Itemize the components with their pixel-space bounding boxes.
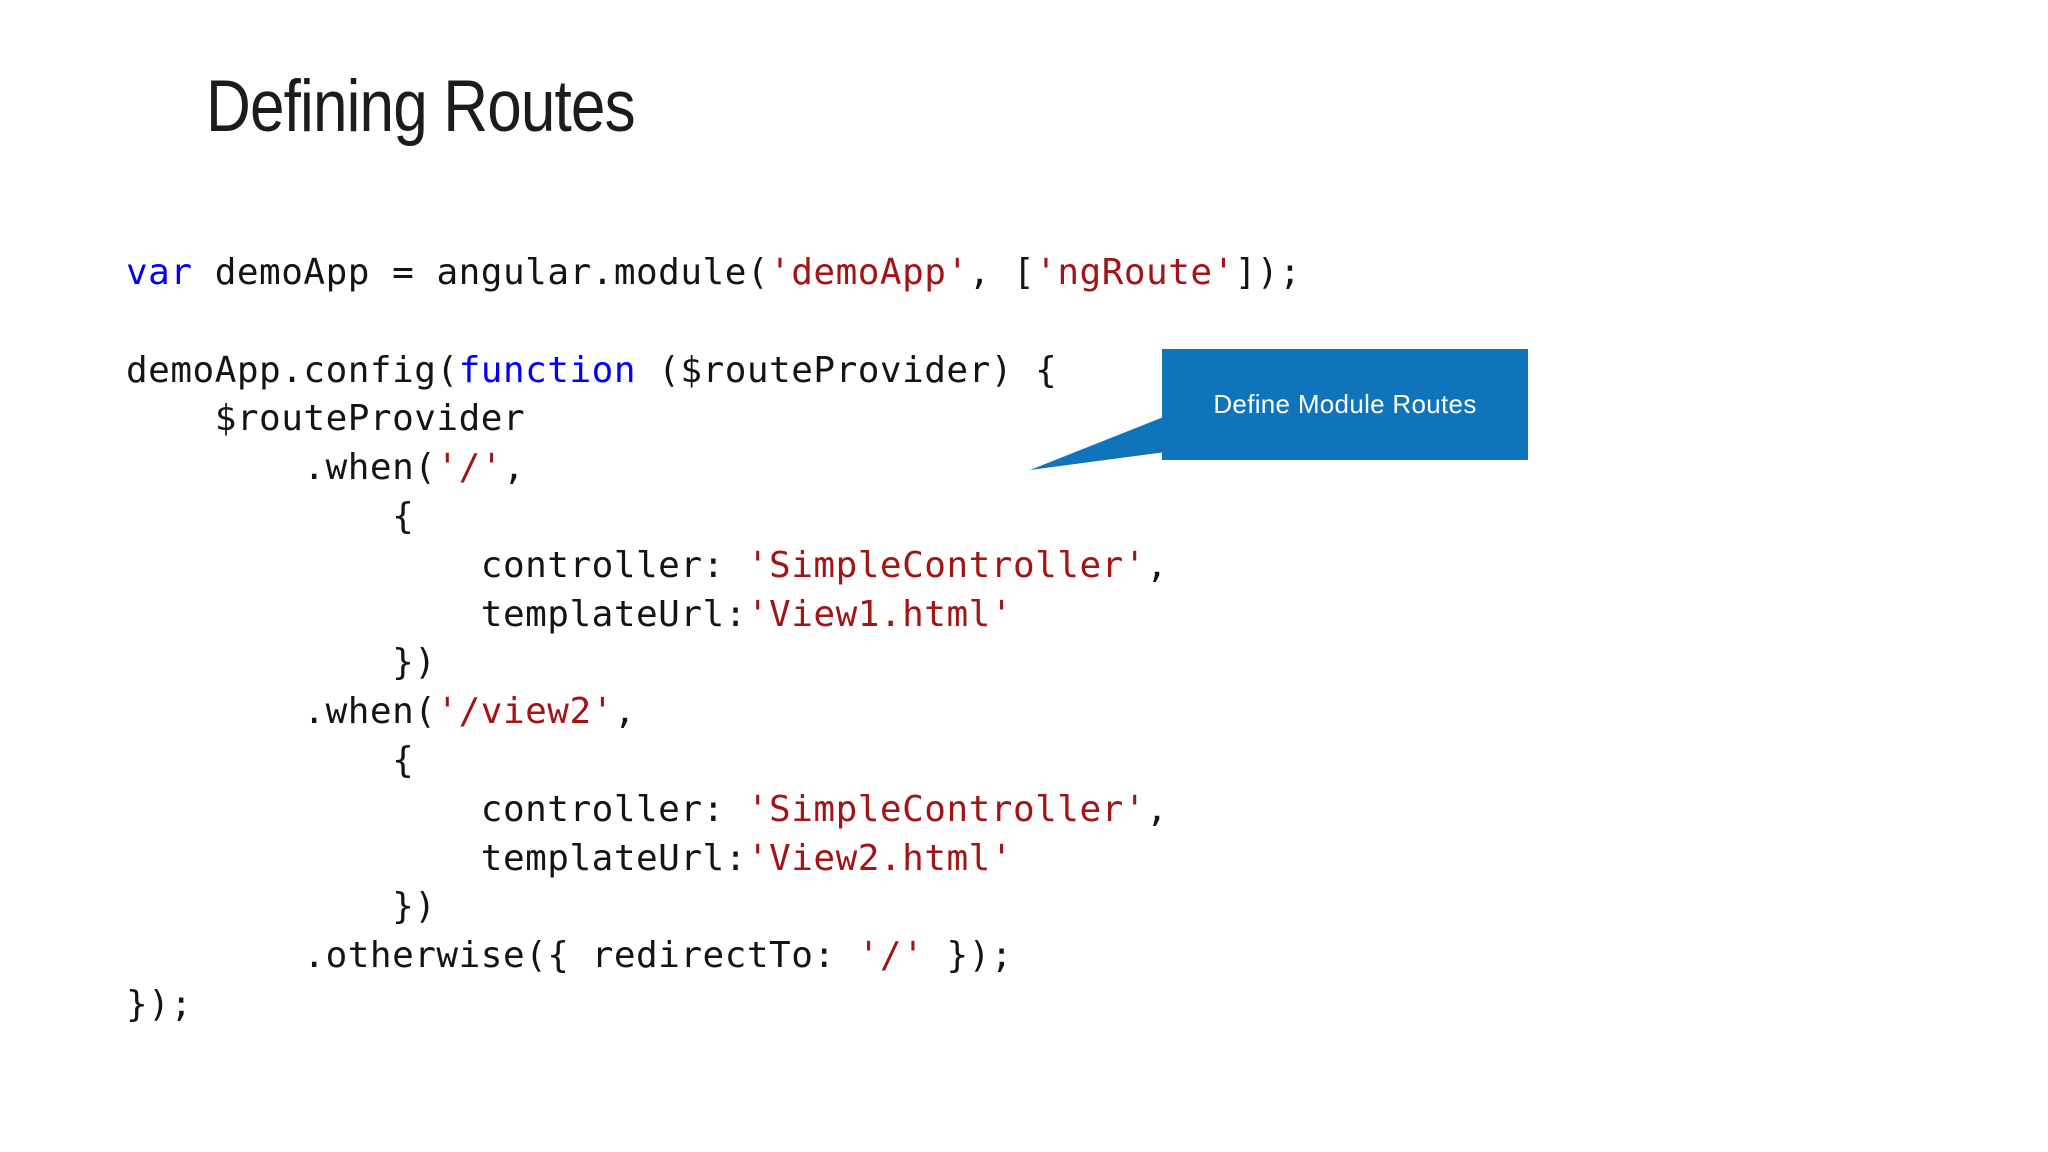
code-text: .when( <box>126 447 437 489</box>
code-text: , <box>502 447 526 489</box>
code-line: var demoApp = angular.module('demoApp', … <box>126 249 1301 298</box>
code-line: { <box>126 493 1301 542</box>
code-text: , <box>1146 544 1169 586</box>
code-text: demoApp = angular.module( <box>192 252 770 293</box>
code-text: , <box>1146 788 1169 830</box>
code-string: 'ngRoute' <box>1035 252 1235 293</box>
code-line <box>126 298 1301 347</box>
code-line: templateUrl:'View1.html' <box>126 591 1301 640</box>
code-line: }); <box>126 981 1301 1030</box>
code-line: .when('/view2', <box>126 688 1301 737</box>
code-keyword: function <box>458 349 636 391</box>
code-text: .when( <box>126 691 437 733</box>
code-line: .when('/', <box>126 444 1301 493</box>
code-keyword: var <box>126 252 193 293</box>
code-text: templateUrl: <box>126 593 747 635</box>
code-text: demoApp.config( <box>126 349 459 391</box>
code-line: templateUrl:'View2.html' <box>126 835 1301 884</box>
code-string: 'View2.html' <box>746 837 1013 879</box>
code-text: templateUrl: <box>126 837 747 879</box>
code-line: }) <box>126 639 1301 688</box>
code-line: .otherwise({ redirectTo: '/' }); <box>126 932 1301 981</box>
code-string: '/view2' <box>436 691 614 733</box>
code-text: }) <box>126 642 437 684</box>
code-text: ($routeProvider) { <box>636 349 1058 391</box>
code-text: }); <box>924 935 1013 977</box>
code-text: { <box>126 739 415 781</box>
code-string: '/' <box>857 935 925 977</box>
code-text: }); <box>126 983 193 1025</box>
code-text: controller: <box>126 544 747 586</box>
code-string: 'demoApp' <box>769 252 969 293</box>
callout-box: Define Module Routes <box>1162 349 1528 460</box>
callout-tail-icon <box>1030 416 1166 470</box>
code-line: demoApp.config(function ($routeProvider)… <box>126 347 1301 396</box>
code-text: { <box>126 495 415 537</box>
code-line: controller: 'SimpleController', <box>126 786 1301 835</box>
code-line: $routeProvider <box>126 395 1301 444</box>
slide-title: Defining Routes <box>206 66 636 147</box>
code-line: }) <box>126 883 1301 932</box>
code-text: controller: <box>126 788 747 830</box>
code-string: 'SimpleController' <box>746 544 1147 586</box>
code-block: var demoApp = angular.module('demoApp', … <box>126 249 1301 1030</box>
code-text: , [ <box>968 252 1036 293</box>
callout-label: Define Module Routes <box>1213 389 1477 419</box>
code-text: }) <box>126 886 437 928</box>
code-text: ]); <box>1234 252 1302 293</box>
code-line: { <box>126 737 1301 786</box>
code-text: .otherwise({ redirectTo: <box>126 935 858 977</box>
code-line: controller: 'SimpleController', <box>126 542 1301 591</box>
code-string: '/' <box>436 447 503 489</box>
code-text: $routeProvider <box>126 398 526 440</box>
code-string: 'View1.html' <box>746 593 1013 635</box>
code-string: 'SimpleController' <box>746 788 1147 830</box>
code-text: , <box>613 691 637 733</box>
